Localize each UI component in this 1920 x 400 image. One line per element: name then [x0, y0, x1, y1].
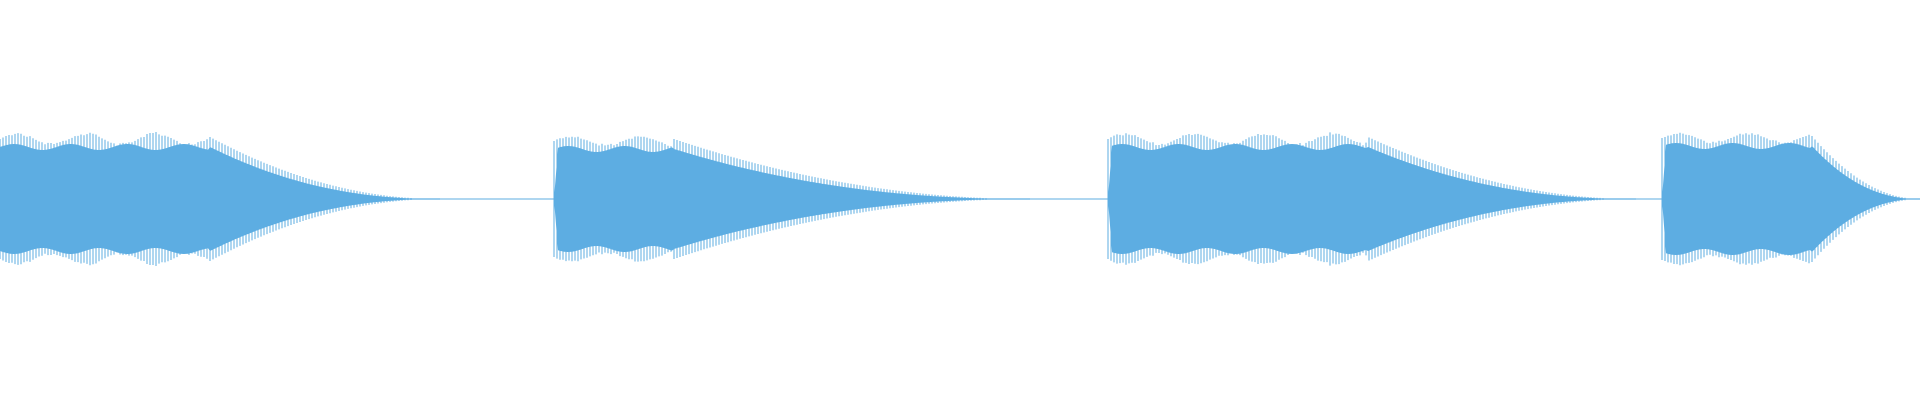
waveform-peaks — [1661, 132, 1906, 266]
waveform-peaks — [1107, 132, 1604, 266]
waveform-segment-1 — [0, 132, 440, 266]
waveform-segment-4 — [1661, 132, 1920, 266]
waveform-segment-2 — [553, 136, 1030, 262]
waveform-peaks — [553, 136, 987, 262]
waveform-body — [554, 146, 1030, 252]
waveform-body — [0, 144, 440, 254]
waveform-peaks — [0, 132, 412, 266]
waveform-segment-3 — [1107, 132, 1636, 266]
waveform-segments — [0, 132, 1920, 266]
